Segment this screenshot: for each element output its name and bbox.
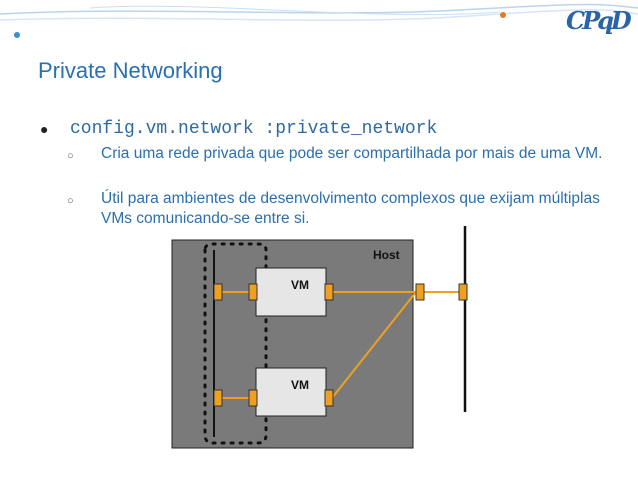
bullet-circle-icon: ○ bbox=[67, 195, 74, 207]
header-decoration bbox=[0, 3, 638, 38]
vm-box bbox=[255, 367, 327, 417]
vm-box bbox=[255, 267, 327, 317]
header-dot-icon bbox=[500, 12, 506, 18]
port-icon bbox=[324, 389, 334, 407]
bullet-dot-icon: ● bbox=[40, 121, 49, 137]
port-icon bbox=[213, 283, 223, 301]
subitem-text: Cria uma rede privada que pode ser compa… bbox=[101, 145, 603, 162]
port-icon bbox=[213, 389, 223, 407]
bullet-config-text: config.vm.network :private_network bbox=[70, 119, 438, 139]
slide-title: Private Networking bbox=[38, 58, 223, 83]
port-icon bbox=[324, 283, 334, 301]
bullet-circle-icon: ○ bbox=[67, 150, 74, 162]
vm-label: VM bbox=[291, 378, 309, 392]
link-vm2-host bbox=[331, 291, 417, 399]
port-icon bbox=[458, 283, 468, 301]
cpqd-logo: CPqD bbox=[566, 6, 632, 35]
host-label: Host bbox=[373, 248, 400, 262]
vm-label: VM bbox=[291, 278, 309, 292]
header-dot-icon bbox=[14, 32, 20, 38]
subitem-text: Útil para ambientes de desenvolvimento c… bbox=[101, 190, 600, 227]
port-icon bbox=[248, 283, 258, 301]
port-icon bbox=[415, 283, 425, 301]
port-icon bbox=[248, 389, 258, 407]
